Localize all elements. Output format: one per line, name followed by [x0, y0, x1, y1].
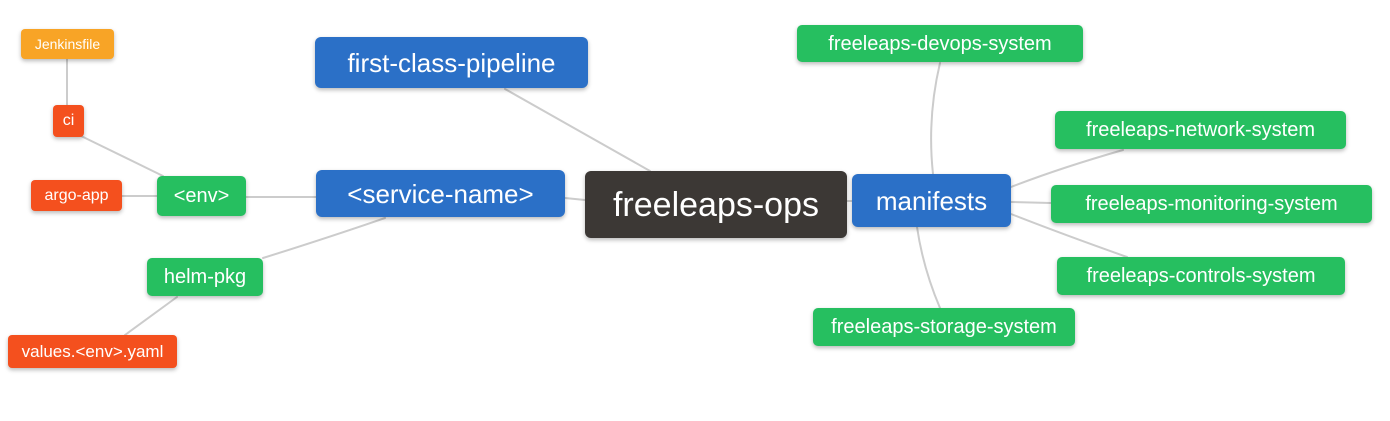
edge-env-ci	[76, 133, 164, 177]
node-jenkinsfile-label: Jenkinsfile	[34, 36, 101, 52]
node-freeleaps-network-system-label: freeleaps-network-system	[1086, 119, 1315, 141]
edge-service-name-helm-pkg	[262, 217, 386, 259]
edge-manifests-network	[1010, 149, 1124, 188]
node-ci-label: ci	[62, 112, 75, 129]
node-jenkinsfile[interactable]: Jenkinsfile	[21, 29, 114, 59]
node-ci[interactable]: ci	[53, 105, 84, 137]
node-freeleaps-monitoring-system-label: freeleaps-monitoring-system	[1085, 193, 1338, 215]
edge-root-pipeline	[504, 88, 651, 172]
node-freeleaps-ops-root-label: freeleaps-ops	[612, 185, 819, 224]
node-first-class-pipeline[interactable]: first-class-pipeline	[315, 37, 588, 88]
node-freeleaps-storage-system[interactable]: freeleaps-storage-system	[813, 308, 1075, 346]
node-manifests[interactable]: manifests	[852, 174, 1011, 227]
node-helm-pkg-label: helm-pkg	[163, 266, 247, 288]
edge-manifests-storage	[916, 226, 941, 309]
node-env-label: <env>	[173, 185, 230, 207]
node-freeleaps-controls-system-label: freeleaps-controls-system	[1086, 265, 1316, 287]
node-freeleaps-network-system[interactable]: freeleaps-network-system	[1055, 111, 1346, 149]
node-values-env-yaml-label: values.<env>.yaml	[21, 342, 164, 361]
node-service-name[interactable]: <service-name>	[316, 170, 565, 217]
node-service-name-label: <service-name>	[347, 178, 534, 209]
node-values-env-yaml[interactable]: values.<env>.yaml	[8, 335, 177, 368]
node-argo-app[interactable]: argo-app	[31, 180, 122, 211]
edge-root-service-name	[564, 197, 586, 201]
node-first-class-pipeline-label: first-class-pipeline	[347, 47, 556, 78]
node-manifests-label: manifests	[875, 185, 988, 216]
node-freeleaps-devops-system[interactable]: freeleaps-devops-system	[797, 25, 1083, 62]
node-argo-app-label: argo-app	[44, 186, 109, 204]
node-env[interactable]: <env>	[157, 176, 246, 216]
node-helm-pkg[interactable]: helm-pkg	[147, 258, 263, 296]
node-freeleaps-monitoring-system[interactable]: freeleaps-monitoring-system	[1051, 185, 1372, 223]
node-freeleaps-storage-system-label: freeleaps-storage-system	[831, 316, 1057, 338]
edge-manifests-devops	[930, 62, 941, 175]
node-freeleaps-ops-root[interactable]: freeleaps-ops	[585, 171, 847, 238]
edge-helm-pkg-values	[124, 296, 178, 336]
node-freeleaps-controls-system[interactable]: freeleaps-controls-system	[1057, 257, 1345, 295]
edge-manifests-controls	[1010, 213, 1128, 258]
edge-manifests-monitoring	[1010, 201, 1052, 204]
node-freeleaps-devops-system-label: freeleaps-devops-system	[828, 32, 1052, 55]
